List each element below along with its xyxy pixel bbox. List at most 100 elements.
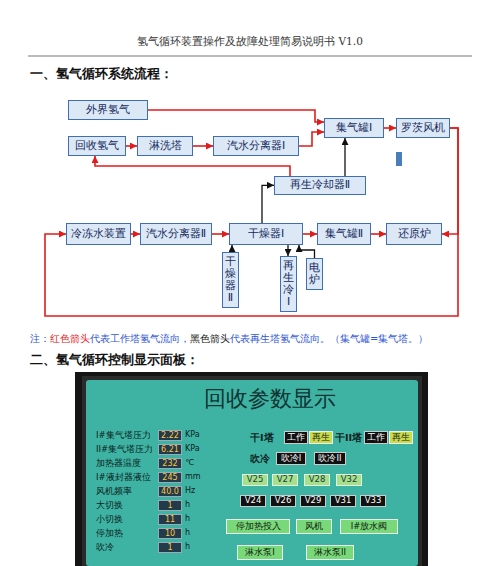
box-label: V28: [309, 475, 326, 485]
box-label: 还原炉: [398, 228, 431, 241]
process-box: 集气罐Ⅱ: [317, 223, 371, 245]
box-label: 11: [165, 515, 175, 524]
box-label: 干燥器Ⅰ: [248, 228, 284, 241]
box-label: 电炉: [309, 262, 320, 286]
work-flow-arrow: [126, 145, 137, 147]
parameter-name: II#集气塔压力: [96, 444, 153, 454]
status-button: V24: [240, 495, 266, 507]
vertical-process-box: 干燥器Ⅱ: [222, 252, 239, 308]
screen-bezel: [82, 376, 422, 566]
control-button: 淋水泵I: [237, 545, 283, 560]
box-label: 停加热投入: [236, 522, 281, 532]
section-heading: 一、氢气循环系统流程：: [30, 66, 173, 82]
valve-indicator: V27: [272, 474, 298, 486]
parameter-name: 加热器温度: [96, 458, 141, 468]
box-label: 回收氢气: [75, 140, 119, 153]
work-flow-arrow: [442, 128, 458, 234]
regeneration-flow-arrow: [231, 245, 232, 252]
box-label: 再生: [312, 433, 330, 443]
box-label: 再生冷却器Ⅱ: [290, 179, 350, 192]
unit: h: [185, 542, 190, 552]
status-button: 再生: [309, 431, 333, 444]
value-display: 40.0: [158, 486, 182, 497]
box-label: 工作: [287, 433, 305, 443]
value-display: 245: [158, 472, 182, 483]
work-flow-arrow: [45, 128, 458, 316]
process-box: 汽水分离器Ⅰ: [213, 136, 299, 156]
box-label: V33: [365, 496, 382, 506]
mode-name: 吹冷: [250, 453, 270, 464]
unit: Hz: [185, 486, 195, 496]
status-button: V31: [330, 495, 356, 507]
box-label: 工作: [367, 433, 385, 443]
valve-indicator: V28: [304, 474, 330, 486]
parameter-name: 停加热: [96, 528, 123, 538]
work-flow-arrow: [384, 127, 396, 129]
process-box: 外界氢气: [68, 100, 148, 120]
process-box: 罗茨风机: [396, 118, 450, 138]
box-label: V27: [277, 475, 294, 485]
box-label: 冷冻水装置: [71, 228, 126, 241]
status-button: V29: [300, 495, 326, 507]
box-label: 罗茨风机: [401, 122, 445, 135]
process-box: 再生冷却器Ⅱ: [274, 176, 366, 195]
value-display: 11: [158, 514, 182, 525]
box-label: 再生冷Ⅰ: [283, 260, 294, 308]
box-label: 6.21: [161, 445, 179, 454]
box-label: 232: [162, 459, 177, 468]
work-flow-arrow: [299, 132, 324, 146]
unit: ℃: [185, 458, 194, 468]
note-text: 代表工作塔氢气流向，: [90, 333, 190, 344]
box-label: V32: [341, 475, 358, 485]
process-box: 干燥器Ⅰ: [229, 223, 303, 245]
work-flow-arrow: [212, 233, 229, 235]
unit: h: [185, 500, 190, 510]
unit: KPa: [185, 444, 200, 454]
vertical-process-box: 电炉: [306, 258, 323, 290]
note-line: 注：红色箭头代表工作塔氢气流向，黑色箭头代表再生塔氢气流向。（集气罐=集气塔。）: [30, 333, 428, 345]
parameter-name: I#集气塔压力: [96, 430, 151, 440]
control-button: 停加热投入: [226, 519, 290, 534]
control-button: 淋水泵II: [306, 545, 354, 560]
vertical-process-box: 再生冷Ⅰ: [280, 256, 297, 312]
box-label: 2.22: [161, 431, 179, 440]
note-text: 代表再生塔氢气流向。（集气罐=集气塔。）: [230, 333, 428, 344]
control-button: 风机: [296, 519, 332, 534]
parameter-name: I#液封器液位: [96, 472, 151, 482]
box-label: 1: [167, 501, 172, 510]
note-red-term: 红色箭头: [50, 333, 90, 344]
regeneration-flow-arrow: [287, 245, 288, 256]
work-flow-arrow: [148, 110, 324, 122]
screen-title: 回收参数显示: [204, 384, 336, 414]
process-box: 还原炉: [386, 223, 442, 245]
box-label: 40.0: [161, 487, 179, 496]
box-label: 吹冷I: [281, 454, 302, 464]
note-text: 注：: [30, 333, 50, 344]
box-label: 淋洗塔: [149, 140, 182, 153]
value-display: 10: [158, 528, 182, 539]
note-black-term: 黑色箭头: [190, 333, 230, 344]
box-label: 汽水分离器Ⅱ: [146, 228, 206, 241]
parameter-name: 大切换: [96, 500, 123, 510]
box-label: 10: [165, 529, 175, 538]
box-label: 汽水分离器Ⅰ: [227, 140, 285, 153]
box-label: I#放水阀: [351, 522, 388, 532]
value-display: 1: [158, 542, 182, 553]
box-label: 外界氢气: [86, 104, 130, 117]
work-flow-arrow: [131, 233, 140, 235]
process-box: 集气罐Ⅰ: [324, 118, 384, 138]
status-button: V26: [270, 495, 296, 507]
box-label: 风机: [305, 522, 323, 532]
process-box: 冷冻水装置: [66, 223, 131, 245]
box-label: 245: [162, 473, 177, 482]
status-button: 再生: [389, 431, 413, 444]
box-label: 集气罐Ⅱ: [325, 228, 363, 241]
box-label: V25: [247, 475, 264, 485]
box-label: 干燥器Ⅱ: [225, 256, 236, 304]
process-box: 淋洗塔: [137, 136, 193, 156]
parameter-name: 吹冷: [96, 542, 114, 552]
box-label: V24: [245, 496, 262, 506]
section-heading: 二、氢气循环控制显示面板：: [30, 352, 199, 368]
status-button: V33: [360, 495, 386, 507]
